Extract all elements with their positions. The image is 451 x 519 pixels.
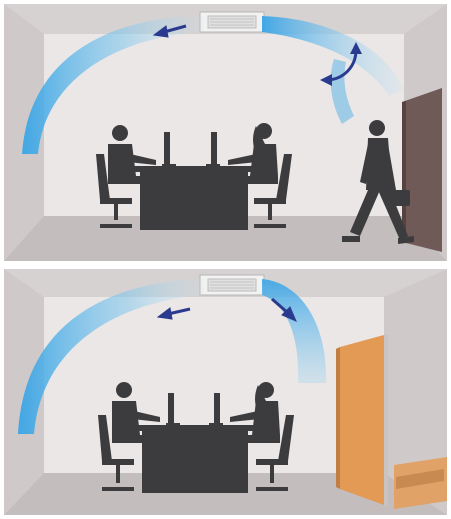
ceiling-ac-unit	[200, 275, 264, 295]
office-desk	[124, 166, 264, 230]
ceiling-ac-unit	[200, 12, 264, 32]
scene-door-open-illustration	[4, 4, 447, 261]
scene-door-closed-illustration	[4, 269, 447, 515]
door-open	[402, 88, 442, 252]
scene-door-open	[4, 4, 447, 261]
door-closed	[336, 335, 388, 507]
scene-door-closed	[4, 269, 447, 515]
sofa	[394, 457, 447, 509]
